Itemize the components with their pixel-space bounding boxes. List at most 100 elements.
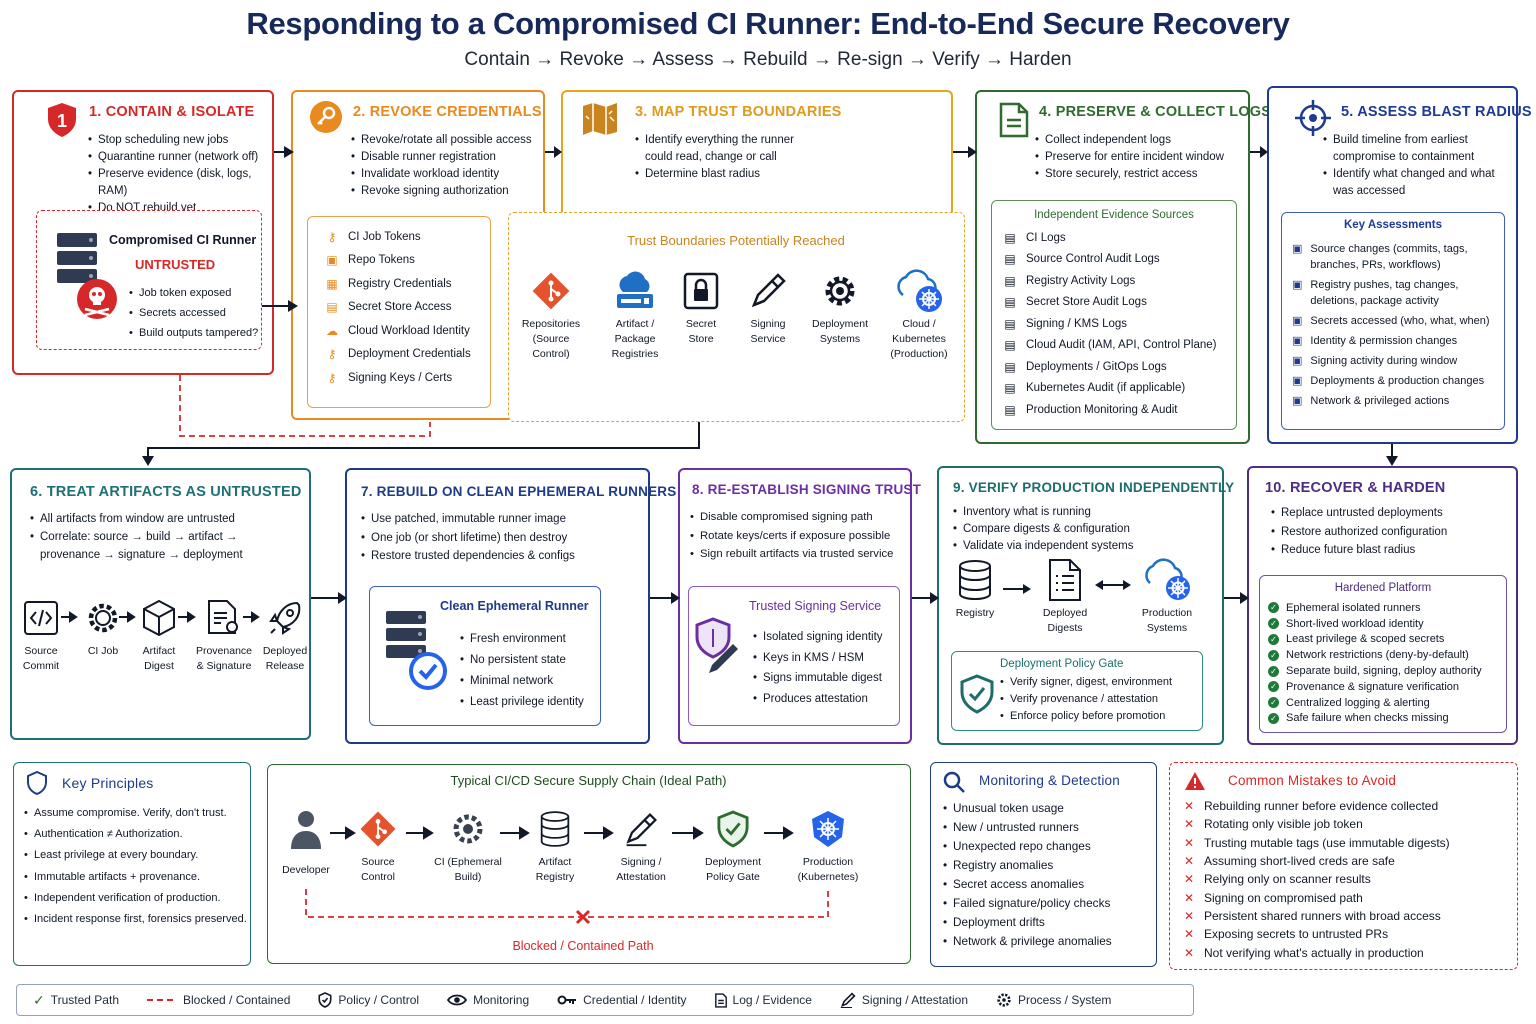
list-item: ▤Source Control Audit Logs bbox=[1002, 249, 1216, 271]
checklist-icon: ▣ bbox=[1292, 279, 1303, 291]
bullet-list: Disable compromised signing path Rotate … bbox=[690, 508, 893, 564]
list-item: ✓Separate build, signing, deploy authori… bbox=[1268, 663, 1482, 679]
section-preserve-logs: 4. PRESERVE & COLLECT LOGS Collect indep… bbox=[975, 90, 1271, 444]
list-item: Stop scheduling new jobs bbox=[88, 132, 272, 149]
panel-title: Trusted Signing Service bbox=[749, 599, 882, 613]
list-item: ✕Relying only on scanner results bbox=[1184, 872, 1371, 887]
common-mistakes-panel: Common Mistakes to Avoid ✕Rebuilding run… bbox=[1169, 762, 1518, 970]
key-assessments-panel: Key Assessments ▣Source changes (commits… bbox=[1281, 212, 1505, 430]
list-item: ▤Kubernetes Audit (if applicable) bbox=[1002, 378, 1216, 400]
panel-title: Monitoring & Detection bbox=[979, 773, 1120, 788]
list-item: Job token exposed bbox=[129, 283, 258, 303]
section-number: 8. bbox=[692, 482, 704, 497]
legend-item: Monitoring bbox=[447, 993, 529, 1007]
bullet-list: Replace untrusted deployments Restore au… bbox=[1271, 504, 1447, 560]
panel-title: Typical CI/CD Secure Supply Chain (Ideal… bbox=[450, 773, 727, 788]
bullet-list: Identify everything the runner could rea… bbox=[635, 132, 815, 183]
section-contain-isolate: 1 1. CONTAIN & ISOLATE Stop scheduling n… bbox=[12, 90, 274, 375]
list-item: Revoke signing authorization bbox=[351, 183, 532, 200]
list-item: Identify everything the runner could rea… bbox=[635, 132, 815, 166]
runner-title: Compromised CI Runner bbox=[109, 233, 257, 247]
list-item: Failed signature/policy checks bbox=[943, 894, 1112, 913]
x-icon: ✕ bbox=[1184, 945, 1195, 960]
list-item: ☁Cloud Workload Identity bbox=[326, 323, 470, 338]
list-item: ✓Safe failure when checks missing bbox=[1268, 711, 1482, 727]
list-item: Restore trusted dependencies & configs bbox=[361, 547, 575, 566]
section-title: REBUILD ON CLEAN EPHEMERAL RUNNERS bbox=[376, 484, 677, 499]
x-icon: ✕ bbox=[1184, 835, 1195, 850]
list-item: Secrets accessed bbox=[129, 303, 258, 323]
bullet-list: Stop scheduling new jobs Quarantine runn… bbox=[88, 132, 272, 217]
list-item: Verify provenance / attestation bbox=[1000, 691, 1172, 708]
legend: ✓Trusted Path Blocked / Contained Policy… bbox=[16, 984, 1194, 1016]
x-icon: ✕ bbox=[1184, 927, 1195, 942]
list-item: ▣Registry pushes, tag changes,deletions,… bbox=[1292, 279, 1459, 307]
section-title: REVOKE CREDENTIALS bbox=[369, 104, 542, 120]
list-item: ✕Rebuilding runner before evidence colle… bbox=[1184, 799, 1439, 814]
list-item: Unusual token usage bbox=[943, 799, 1112, 818]
section-recover-harden: 10. RECOVER & HARDEN Replace untrusted d… bbox=[1247, 466, 1518, 745]
section-verify-production: 9. VERIFY PRODUCTION INDEPENDENTLY Inven… bbox=[937, 466, 1234, 745]
list-item: Build timeline from earliest compromise … bbox=[1323, 132, 1503, 166]
list-item: Fresh environment bbox=[460, 629, 584, 650]
list-item: ✓Ephemeral isolated runners bbox=[1268, 600, 1482, 616]
section-number: 5. bbox=[1341, 104, 1354, 120]
list-item: Collect independent logs bbox=[1035, 132, 1224, 149]
list-item: ▣Signing activity during window bbox=[1292, 355, 1458, 367]
kubernetes-icon bbox=[897, 269, 942, 312]
list-item: Inventory what is running bbox=[953, 504, 1133, 521]
list-item: Registry anomalies bbox=[943, 856, 1112, 875]
log-icon: ▤ bbox=[1004, 230, 1016, 245]
section-title: TREAT ARTIFACTS AS UNTRUSTED bbox=[46, 484, 302, 500]
shield-icon bbox=[26, 771, 48, 795]
panel-title: Clean Ephemeral Runner bbox=[440, 599, 589, 613]
list-item: Incident response first, forensics prese… bbox=[24, 909, 247, 930]
node-signing-attestation: Signing /Attestation bbox=[606, 807, 676, 885]
list-item: ▤Signing / KMS Logs bbox=[1002, 313, 1216, 335]
list-item: Invalidate workload identity bbox=[351, 166, 532, 183]
list-item: Store securely, restrict access bbox=[1035, 166, 1224, 183]
list-item: Least privilege at every boundary. bbox=[24, 845, 247, 866]
node-ci-job: CI Job bbox=[78, 596, 128, 659]
list-item: ✓Centralized logging & alerting bbox=[1268, 695, 1482, 711]
list-item: ✕Rotating only visible job token bbox=[1184, 817, 1363, 832]
checklist-icon: ▣ bbox=[1292, 315, 1303, 327]
panel-title: Trust Boundaries Potentially Reached bbox=[627, 233, 845, 248]
git-icon bbox=[532, 272, 570, 310]
checklist-icon: ▣ bbox=[1292, 395, 1303, 407]
list-item: ✓Least privilege & scoped secrets bbox=[1268, 632, 1482, 648]
map-icon bbox=[581, 102, 619, 136]
log-icon: ▤ bbox=[1004, 252, 1016, 267]
section-assess-blast-radius: 5. ASSESS BLAST RADIUS Build timeline fr… bbox=[1267, 86, 1532, 444]
list-item: Validate via independent systems bbox=[953, 538, 1133, 555]
section-rebuild-ephemeral: 7. REBUILD ON CLEAN EPHEMERAL RUNNERS Us… bbox=[345, 468, 676, 744]
cloud-identity-icon: ☁ bbox=[326, 323, 338, 338]
list-item: ▤Secret Store Audit Logs bbox=[1002, 292, 1216, 314]
dash-icon bbox=[147, 999, 177, 1001]
list-item: Network & privilege anomalies bbox=[943, 932, 1112, 951]
list-item: Minimal network bbox=[460, 671, 584, 692]
log-icon: ▤ bbox=[1004, 295, 1016, 310]
section-title: VERIFY PRODUCTION INDEPENDENTLY bbox=[968, 480, 1235, 495]
list-item: New / untrusted runners bbox=[943, 818, 1112, 837]
arrow-right bbox=[1003, 584, 1031, 594]
supply-chain-panel: Typical CI/CD Secure Supply Chain (Ideal… bbox=[267, 764, 911, 964]
list-item: One job (or short lifetime) then destroy bbox=[361, 529, 575, 548]
x-icon: ✕ bbox=[1184, 872, 1195, 887]
pen-icon bbox=[626, 813, 657, 847]
user-icon bbox=[291, 811, 321, 849]
list-item: Compare digests & configuration bbox=[953, 521, 1133, 538]
trusted-signing-panel: Trusted Signing Service Isolated signing… bbox=[688, 586, 900, 726]
list-item: Determine blast radius bbox=[635, 166, 815, 183]
checklist-icon: ▣ bbox=[1292, 375, 1303, 387]
shield-icon bbox=[318, 992, 332, 1008]
list-item: Build outputs tampered? bbox=[129, 323, 258, 343]
legend-item: Policy / Control bbox=[318, 992, 419, 1008]
list-item: Authentication ≠ Authorization. bbox=[24, 824, 247, 845]
list-item: Isolated signing identity bbox=[753, 627, 883, 648]
check-icon: ✓ bbox=[1268, 665, 1279, 677]
list-item: ✕Signing on compromised path bbox=[1184, 890, 1363, 905]
monitoring-panel: Monitoring & Detection Unusual token usa… bbox=[930, 762, 1157, 967]
